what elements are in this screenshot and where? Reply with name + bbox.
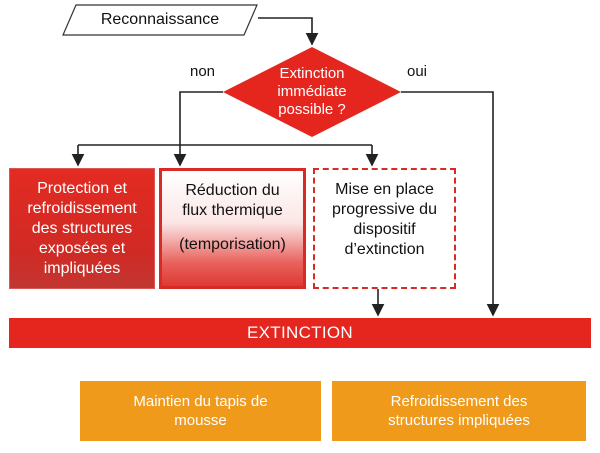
mise-line-1: Mise en place (335, 181, 434, 198)
diamond-shape (223, 47, 401, 137)
reduction-box: Réduction du flux thermique (temporisati… (159, 168, 306, 289)
extinction-label: EXTINCTION (247, 323, 353, 343)
maintien-line-1: Maintien du tapis de (133, 392, 268, 410)
reconnaissance-step: Reconnaissance (62, 4, 258, 36)
maintien-box: Maintien du tapis de mousse (80, 381, 321, 441)
arrow-oui-to-extinction (401, 91, 500, 317)
decision-line-2: immédiate (277, 82, 347, 100)
decision-line-1: Extinction (279, 64, 345, 82)
parallelogram-shape (62, 4, 258, 36)
reduction-line-2: flux thermique (182, 202, 283, 219)
refroid-line-2: structures impliquées (388, 412, 530, 429)
protection-line-2: refroidissement (27, 199, 137, 217)
extinction-bar: EXTINCTION (9, 318, 591, 348)
line-non-branch (179, 91, 223, 145)
mise-line-4: d’extinction (344, 241, 425, 258)
reduction-line-1: Réduction du (185, 182, 280, 199)
protection-line-3: des structures (31, 219, 133, 237)
protection-line-1: Protection et (37, 179, 127, 197)
protection-line-5: impliquées (43, 259, 121, 277)
protection-line-4: exposées et (38, 239, 126, 257)
decision-diamond: Extinction immédiate possible ? (223, 47, 401, 137)
arrow-reco-to-decision (258, 17, 319, 46)
mise-en-place-box: Mise en place progressive du dispositif … (313, 168, 456, 289)
reduction-sub: (temporisation) (179, 236, 286, 253)
label-non: non (190, 63, 216, 80)
decision-text: Extinction immédiate possible ? (277, 65, 346, 120)
reconnaissance-label: Reconnaissance (100, 11, 220, 28)
mise-line-2: progressive du (332, 201, 437, 218)
decision-line-3: possible ? (278, 101, 346, 119)
protection-box: Protection et refroidissement des struct… (9, 168, 155, 289)
maintien-line-2: mousse (174, 412, 227, 429)
refroid-line-1: Refroidissement des (390, 392, 528, 410)
refroidissement-box: Refroidissement des structures impliquée… (332, 381, 586, 441)
label-oui: oui (407, 63, 428, 80)
mise-line-3: dispositif (353, 221, 416, 238)
